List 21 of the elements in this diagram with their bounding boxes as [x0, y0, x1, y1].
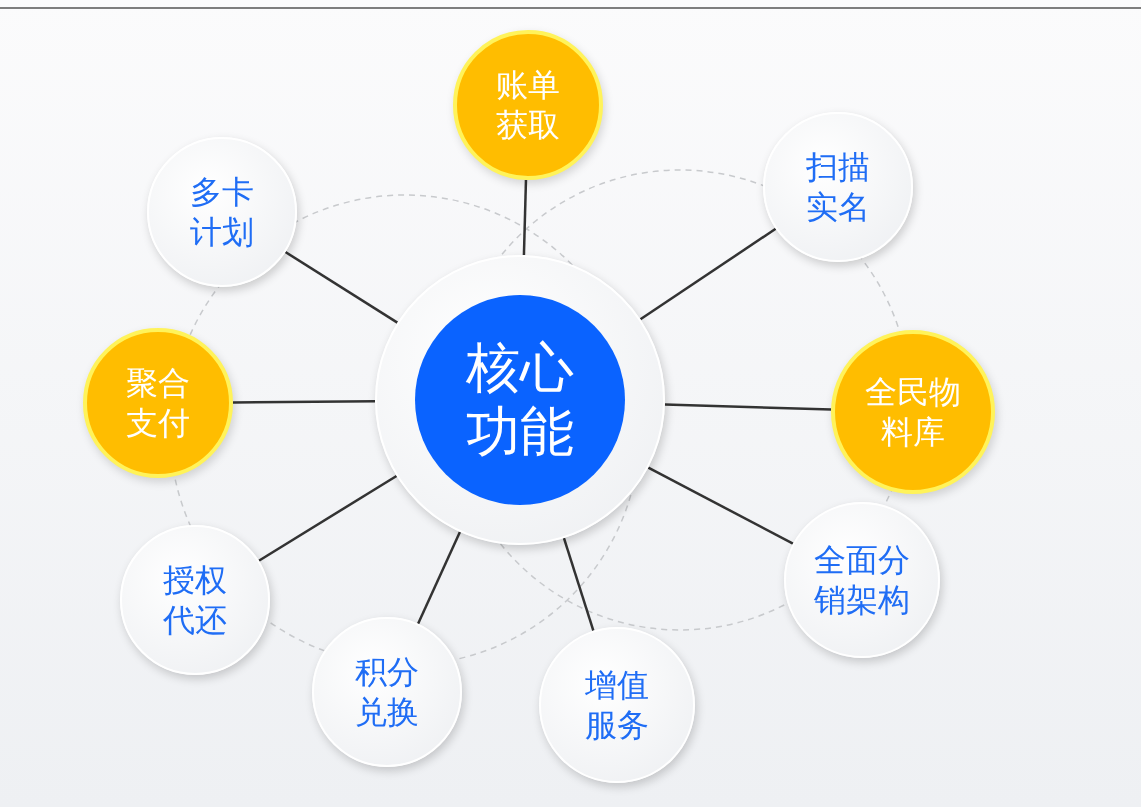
connector-line: [562, 537, 595, 632]
node-label: 聚合支付: [125, 363, 191, 443]
connector-line: [647, 466, 794, 545]
feature-circle: [784, 502, 940, 658]
node-label: 扫描实名: [805, 147, 871, 227]
node-label: 账单获取: [495, 65, 561, 145]
feature-circle: [539, 627, 695, 783]
node-label: 多卡计划: [189, 172, 255, 252]
connector-line: [522, 179, 528, 256]
node-label: 核心功能: [465, 336, 575, 464]
connector-line: [258, 474, 398, 562]
node-label: 全民物料库: [864, 372, 962, 452]
node-label: 积分兑换: [354, 652, 420, 732]
connector-line: [233, 399, 375, 404]
node-label: 增值服务: [584, 665, 650, 745]
node-label: 授权代还: [162, 560, 228, 640]
connector-line: [639, 227, 777, 321]
connector-line: [284, 250, 399, 324]
connector-line: [664, 403, 832, 411]
connector-line: [416, 531, 462, 625]
node-label: 全面分销架构: [813, 540, 911, 620]
